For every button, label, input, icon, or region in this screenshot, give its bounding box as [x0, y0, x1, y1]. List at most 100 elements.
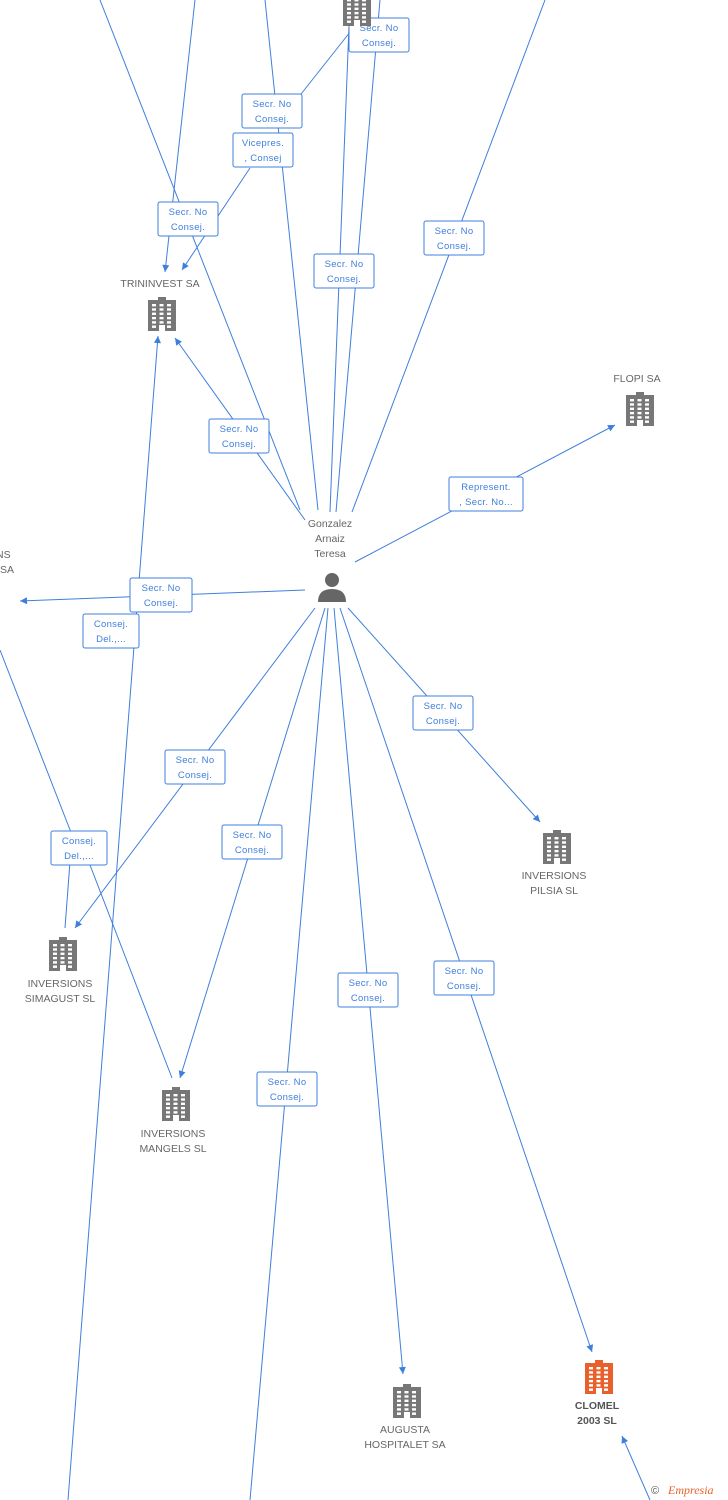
- edge-label-text: Consej.: [447, 981, 481, 992]
- company-name-text: AUGUSTA: [380, 1424, 430, 1436]
- edge-label-text: Consej.: [351, 993, 385, 1004]
- edge-label[interactable]: Secr. No Consej.: [221, 824, 283, 860]
- edge-label-text: Secr. No: [424, 701, 463, 712]
- footer: © Empresia: [651, 1483, 714, 1497]
- arrow-head-icon: [532, 814, 540, 822]
- edge-label[interactable]: Secr. No Consej.: [129, 577, 193, 613]
- company-name-text: MANGELS SL: [139, 1143, 206, 1155]
- edge-label[interactable]: Consej. Del.,...: [82, 613, 140, 649]
- edge-label-text: Consej.: [235, 845, 269, 856]
- brand-logo-text: Empresia: [667, 1483, 714, 1497]
- arrow-head-icon: [398, 1366, 406, 1374]
- company-name-text: SIMAGUST SL: [25, 993, 96, 1005]
- building-icon: [543, 830, 571, 864]
- edge-label-text: Secr. No: [176, 755, 215, 766]
- building-icon: [49, 937, 77, 971]
- edge-label[interactable]: Secr. No Consej.: [164, 749, 226, 785]
- edge-label-text: Represent.: [461, 482, 510, 493]
- edge-line: [0, 649, 73, 836]
- edge-label-text: Consej.: [255, 114, 289, 125]
- edge-label[interactable]: Secr. No Consej.: [433, 960, 495, 996]
- edge-label-text: Consej.: [270, 1092, 304, 1103]
- arrow-head-icon: [182, 262, 189, 270]
- arrow-head-icon: [175, 338, 182, 346]
- edge-label-text: Secr. No: [142, 583, 181, 594]
- company-node-trininvest[interactable]: TRININVEST SA: [120, 278, 200, 331]
- edge-label-text: Consej.: [222, 439, 256, 450]
- company-name-text: INVERSIONS: [141, 1128, 206, 1140]
- edge-label-text: Secr. No: [325, 259, 364, 270]
- edge-label[interactable]: Represent. , Secr. No...: [448, 476, 524, 512]
- edge-label-text: Consej.: [362, 38, 396, 49]
- building-icon: [626, 392, 654, 426]
- company-name-text: TRININVEST SA: [120, 278, 199, 290]
- edge-label[interactable]: Secr. No Consej.: [208, 418, 270, 454]
- edge-label-text: Secr. No: [169, 207, 208, 218]
- edge-label-text: Consej.: [426, 716, 460, 727]
- edge-line: [249, 607, 329, 1500]
- copyright-symbol: ©: [651, 1485, 659, 1497]
- building-icon: [343, 0, 371, 26]
- edges: [0, 0, 651, 1500]
- edge-label-text: Secr. No: [435, 226, 474, 237]
- person-name-text: Arnaiz: [315, 533, 345, 545]
- edge-line: [621, 1435, 651, 1500]
- edge-label[interactable]: Secr. No Consej.: [241, 93, 303, 129]
- edge-label[interactable]: Secr. No Consej.: [256, 1071, 318, 1107]
- arrow-head-icon: [607, 425, 615, 432]
- edge-label-text: Consej.: [62, 836, 96, 847]
- edge-label-text: Secr. No: [253, 99, 292, 110]
- edge-label-text: Secr. No: [445, 966, 484, 977]
- edge-label-text: Secr. No: [349, 978, 388, 989]
- building-icon: [162, 1087, 190, 1121]
- edge-label[interactable]: Secr. No Consej.: [412, 695, 474, 731]
- company-node-left_partial[interactable]: NS SA: [0, 549, 14, 576]
- edge-label-text: Consej.: [144, 598, 178, 609]
- building-icon: [585, 1360, 613, 1394]
- company-name-text: HOSPITALET SA: [364, 1439, 445, 1451]
- company-node-clomel[interactable]: CLOMEL 2003 SL: [575, 1360, 620, 1427]
- arrow-head-icon: [178, 1070, 186, 1078]
- building-icon: [393, 1384, 421, 1418]
- arrow-head-icon: [153, 336, 161, 344]
- arrow-head-icon: [162, 264, 170, 272]
- edge-label-text: , Consej: [244, 153, 281, 164]
- edge-label-text: , Secr. No...: [459, 497, 513, 508]
- edge-line: [351, 0, 546, 513]
- edge-label[interactable]: Consej.Del.,...: [50, 830, 108, 866]
- edge-label-text: Del.,...: [96, 634, 126, 645]
- company-node-augusta[interactable]: AUGUSTA HOSPITALET SA: [364, 1384, 446, 1451]
- building-icon: [148, 297, 176, 331]
- edge-label-text: Secr. No: [233, 830, 272, 841]
- edge-label-text: Secr. No: [268, 1077, 307, 1088]
- edge-label-text: Secr. No: [220, 424, 259, 435]
- edge-label-text: Consej.: [171, 222, 205, 233]
- company-name-text: CLOMEL: [575, 1400, 620, 1412]
- edge-label[interactable]: Secr. No Consej.: [157, 201, 219, 237]
- company-node-flopi[interactable]: FLOPI SA: [613, 373, 661, 426]
- person-name-text: Gonzalez: [308, 518, 352, 530]
- company-node-mangels[interactable]: INVERSIONS MANGELS SL: [139, 1087, 207, 1155]
- edge-label[interactable]: Secr. No Consej.: [337, 972, 399, 1008]
- company-node-top[interactable]: [343, 0, 371, 26]
- company-name-text: 2003 SL: [577, 1415, 617, 1427]
- edge-label[interactable]: Vicepres. , Consej: [232, 132, 294, 168]
- edge-line: [99, 0, 301, 511]
- edge-label-text: Consej.: [178, 770, 212, 781]
- company-name-text: SA: [0, 564, 14, 576]
- person-icon: [318, 573, 346, 602]
- arrow-head-icon: [75, 920, 82, 928]
- edge-label-text: Vicepres.: [242, 138, 284, 149]
- edge-label-text: Consej.: [94, 619, 128, 630]
- company-name-text: NS: [0, 549, 11, 561]
- company-name-text: FLOPI SA: [613, 373, 660, 385]
- arrow-head-icon: [621, 1436, 629, 1444]
